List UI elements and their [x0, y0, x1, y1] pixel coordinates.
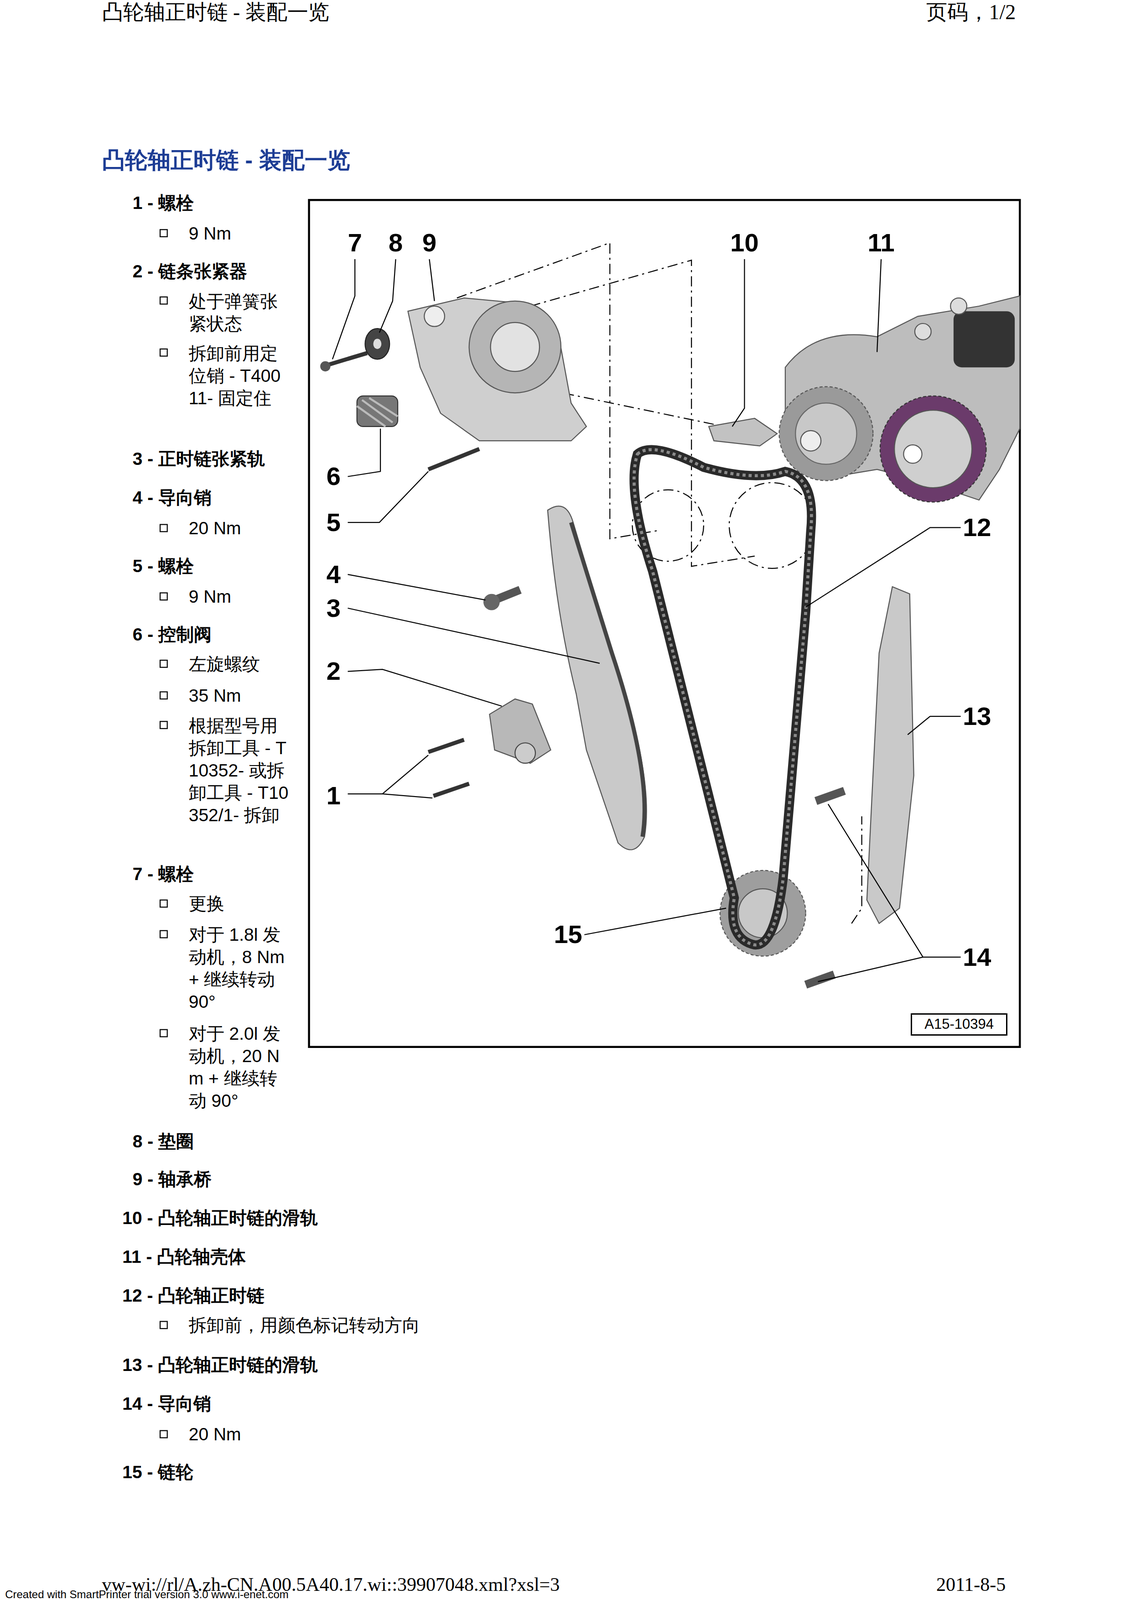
part-note: 处于弹簧张紧状态	[188, 290, 291, 335]
part-note: 对于 1.8l 发动机，8 Nm + 继续转动 90°	[188, 923, 291, 1013]
part-item: 1 - 螺栓	[132, 191, 194, 214]
part-note: 9 Nm	[188, 585, 232, 608]
part-note: 20 Nm	[188, 1422, 242, 1445]
part-note: 拆卸前用定位销 - T40011- 固定住	[188, 342, 291, 410]
part-note: 左旋螺纹	[188, 653, 260, 675]
callout-number: 13	[962, 702, 991, 730]
page-title: 凸轮轴正时链 - 装配一览	[102, 146, 351, 174]
callout-number: 12	[962, 513, 991, 541]
part-item: 9 - 轴承桥	[132, 1167, 212, 1190]
callout-number: 8	[388, 228, 403, 257]
valve-thread	[357, 397, 398, 427]
part-item: 10 - 凸轮轴正时链的滑轨	[122, 1206, 318, 1229]
part-item: 7 - 螺栓	[132, 862, 194, 885]
page-header: 凸轮轴正时链 - 装配一览	[102, 0, 330, 25]
part-item: 8 - 垫圈	[132, 1130, 194, 1152]
part-note: 拆卸前，用颜色标记转动方向	[188, 1313, 421, 1336]
part-note: 对于 2.0l 发动机，20 Nm + 继续转动 90°	[188, 1022, 291, 1112]
callout-number: 10	[730, 228, 759, 257]
part-note: 20 Nm	[188, 517, 242, 540]
rail-edge	[570, 522, 645, 837]
bolt	[326, 352, 368, 366]
guide-pins	[805, 790, 845, 985]
callout-number: 1	[326, 781, 341, 810]
chain-links	[633, 449, 812, 945]
pin-head	[483, 593, 500, 611]
bearing-bridge	[407, 297, 587, 441]
part-item: 12 - 凸轮轴正时链	[122, 1284, 265, 1307]
callout-number: 14	[962, 943, 991, 971]
callout-number: 11	[867, 228, 895, 257]
callout-number: 2	[326, 657, 341, 685]
part-item: 5 - 螺栓	[132, 555, 194, 577]
page-header: 页码，1/2	[926, 0, 1017, 25]
part-item: 11 - 凸轮轴壳体	[122, 1245, 246, 1268]
part-item: 13 - 凸轮轴正时链的滑轨	[122, 1353, 318, 1376]
part-item: 4 - 导向销	[132, 486, 212, 509]
part-item: 2 - 链条张紧器	[132, 260, 248, 283]
part-item: 3 - 正时链张紧轨	[132, 447, 265, 470]
callout-number: 5	[326, 508, 341, 536]
camshaft-housing	[778, 295, 1020, 503]
bolt	[428, 448, 480, 470]
chain-tensioner	[489, 698, 551, 763]
part-item: 15 - 链轮	[122, 1460, 194, 1483]
control-valve	[357, 395, 398, 427]
part-note: 9 Nm	[188, 222, 232, 245]
page-footer: 2011-8-5	[936, 1572, 1006, 1596]
tensioner-piston	[514, 742, 536, 763]
callout-number: 4	[326, 560, 341, 588]
bolt-head	[320, 361, 331, 372]
tensioning-rail	[547, 505, 647, 850]
guide-rail	[866, 586, 914, 924]
callout-number: 6	[326, 462, 341, 490]
part-note: 根据型号用拆卸工具 - T10352- 或拆卸工具 - T10352/1- 拆卸	[188, 714, 291, 826]
washer	[365, 328, 390, 359]
figure-frame	[309, 199, 1021, 1047]
bolts	[428, 739, 469, 796]
callout-number: 3	[326, 594, 341, 622]
watermark: Created with SmartPrinter trial version …	[5, 1587, 289, 1600]
slide-rail	[708, 418, 778, 446]
part-item: 14 - 导向销	[122, 1392, 212, 1415]
leader-lines	[332, 259, 961, 982]
part-note: 更换	[188, 892, 225, 915]
figure-id: A15-10394	[924, 1015, 994, 1033]
figure-id-box: A15-10394	[910, 1012, 1008, 1036]
callout-number: 9	[422, 228, 437, 257]
part-note: 35 Nm	[188, 684, 242, 707]
timing-chain	[633, 449, 812, 945]
part-item: 6 - 控制阀	[132, 623, 212, 646]
callout-number: 15	[553, 920, 582, 948]
callout-number: 7	[347, 228, 363, 257]
washer-hole	[373, 338, 382, 349]
